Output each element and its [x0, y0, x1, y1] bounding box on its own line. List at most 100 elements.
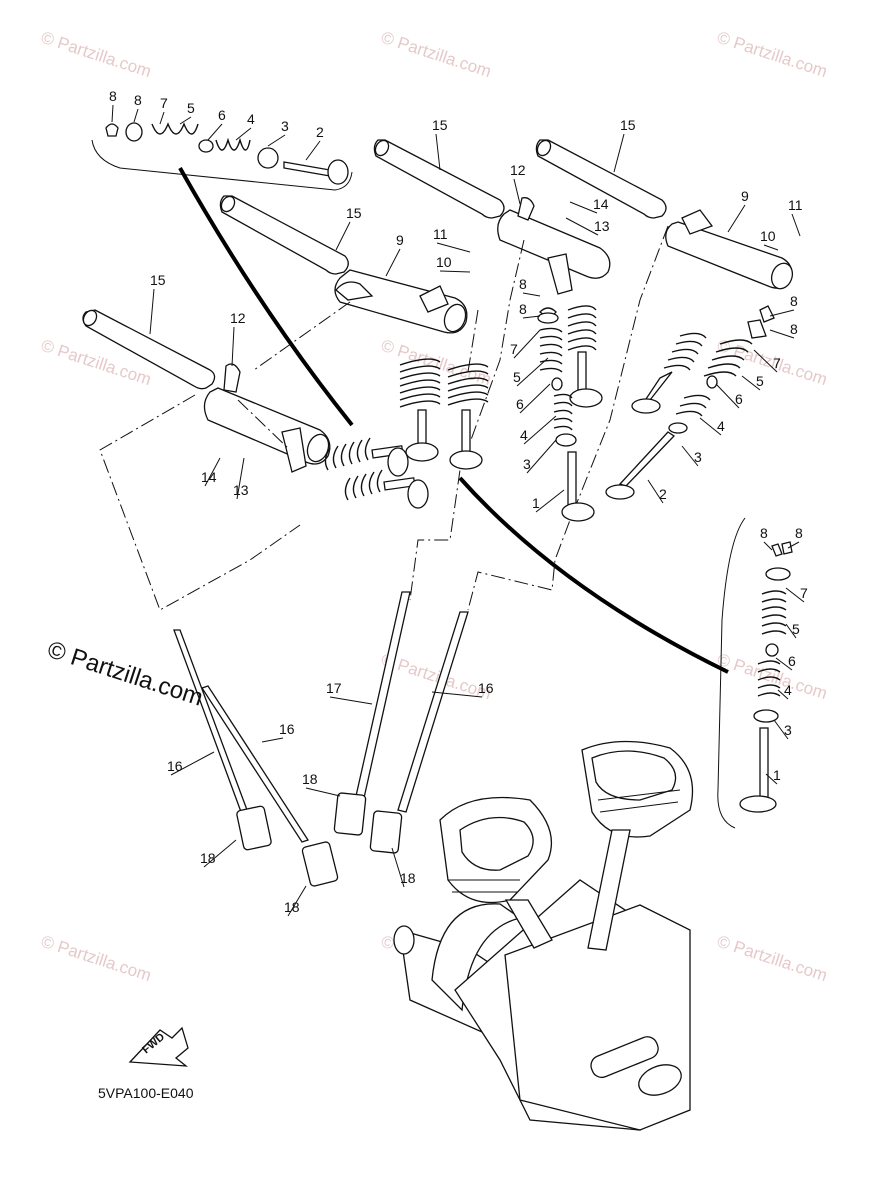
- callout-leader-9: [385, 248, 401, 277]
- callout-leader-13: [236, 457, 245, 500]
- callout-number-8: 8: [760, 525, 768, 541]
- callout-leader-8: [133, 108, 139, 123]
- callout-leader-18: [287, 885, 307, 917]
- pushrod-16-c: [397, 611, 469, 813]
- guide-line: [237, 399, 291, 451]
- callout-number-3: 3: [784, 722, 792, 738]
- callout-number-18: 18: [284, 899, 300, 915]
- exploded-group-bracket-top: [91, 139, 353, 191]
- right-stacked-group: [739, 541, 793, 813]
- callout-leader-13: [565, 217, 599, 236]
- callout-number-6: 6: [788, 653, 796, 669]
- callout-number-8: 8: [790, 293, 798, 309]
- callout-number-3: 3: [281, 118, 289, 134]
- callout-leader-7: [753, 349, 778, 373]
- valve-assembly-horizontal-a: [324, 437, 409, 477]
- guide-line: [99, 394, 301, 611]
- callout-leaders: [111, 104, 805, 917]
- lifter-18-a: [236, 805, 272, 851]
- valve-assembly-left-b: [447, 363, 489, 470]
- rocker-arm-12-center: [497, 197, 611, 295]
- callout-leader-18: [305, 787, 341, 797]
- callout-leader-16: [170, 751, 215, 776]
- callout-leader-5: [516, 357, 549, 387]
- callout-number-13: 13: [594, 218, 610, 234]
- pushrod-tube-15-b: [219, 195, 349, 275]
- callout-number-9: 9: [741, 188, 749, 204]
- watermark-text: © Partzilla.com: [715, 932, 830, 985]
- callout-number-16: 16: [478, 680, 494, 696]
- callout-number-8: 8: [134, 92, 142, 108]
- callout-number-11: 11: [788, 197, 803, 213]
- guide-line: [467, 309, 479, 373]
- callout-number-8: 8: [109, 88, 117, 104]
- callout-number-2: 2: [316, 124, 324, 140]
- callout-number-18: 18: [200, 850, 216, 866]
- fwd-arrow: [128, 1026, 189, 1067]
- guide-line: [467, 225, 669, 611]
- callout-leader-1: [535, 489, 565, 513]
- callout-number-15: 15: [620, 117, 636, 133]
- callout-number-12: 12: [510, 162, 526, 178]
- top-exploded-row: [105, 122, 349, 185]
- callout-number-7: 7: [510, 341, 518, 357]
- callout-number-7: 7: [773, 355, 781, 371]
- callout-leader-11: [436, 242, 471, 253]
- lifter-18-b: [301, 841, 339, 887]
- watermark-text: © Partzilla.com: [39, 932, 154, 985]
- callout-number-13: 13: [233, 482, 249, 498]
- callout-leader-1: [765, 773, 778, 785]
- pushrod-17: [355, 591, 411, 799]
- lifter-18-d: [369, 810, 403, 854]
- callout-leader-15: [613, 133, 625, 173]
- callout-number-4: 4: [717, 418, 725, 434]
- callout-number-4: 4: [520, 427, 528, 443]
- callout-leader-8: [769, 309, 795, 317]
- callout-number-17: 17: [326, 680, 342, 696]
- valve-assembly-horizontal-b: [344, 469, 429, 509]
- callout-leader-3: [267, 134, 286, 147]
- callout-number-15: 15: [432, 117, 448, 133]
- callout-number-6: 6: [516, 396, 524, 412]
- pushrod-16-b: [200, 685, 310, 843]
- guide-line: [409, 239, 525, 601]
- callout-leader-8: [763, 541, 773, 551]
- callout-leader-4: [235, 127, 252, 141]
- crankshaft-assembly: [393, 879, 691, 1131]
- callout-number-3: 3: [694, 449, 702, 465]
- callout-number-10: 10: [436, 254, 452, 270]
- callout-number-6: 6: [218, 107, 226, 123]
- callout-number-16: 16: [167, 758, 183, 774]
- callout-number-14: 14: [593, 196, 609, 212]
- callout-number-5: 5: [513, 369, 521, 385]
- lifter-18-c: [333, 792, 367, 836]
- callout-number-18: 18: [302, 771, 318, 787]
- callout-number-5: 5: [792, 621, 800, 637]
- callout-number-1: 1: [532, 495, 540, 511]
- callout-leader-7: [785, 587, 805, 603]
- callout-number-8: 8: [795, 525, 803, 541]
- rocker-arm-12-left: [203, 363, 331, 473]
- callout-leader-16: [431, 691, 483, 698]
- rocker-shaft-9-right: [665, 209, 794, 290]
- callout-number-10: 10: [760, 228, 776, 244]
- callout-leader-5: [179, 116, 192, 125]
- callout-leader-12: [231, 326, 235, 367]
- callout-number-6: 6: [735, 391, 743, 407]
- callout-leader-15: [149, 288, 155, 335]
- callout-leader-16: [261, 737, 284, 743]
- callout-leader-10: [763, 244, 779, 251]
- callout-leader-4: [523, 415, 557, 445]
- callout-leader-18: [203, 839, 237, 868]
- callout-leader-15: [435, 133, 441, 171]
- diagram-code: 5VPA100-E040: [98, 1085, 194, 1101]
- exploded-group-bracket-right: [717, 517, 746, 829]
- callout-leader-2: [647, 479, 664, 504]
- callout-leader-14: [204, 457, 221, 487]
- valve-assembly-right: [605, 305, 775, 500]
- pushrod-tube-15-a: [82, 309, 216, 390]
- callout-leader-2: [305, 140, 321, 161]
- callout-number-16: 16: [279, 721, 295, 737]
- pushrod-tube-15-c: [373, 139, 505, 219]
- watermark-text: © Partzilla.com: [379, 28, 494, 81]
